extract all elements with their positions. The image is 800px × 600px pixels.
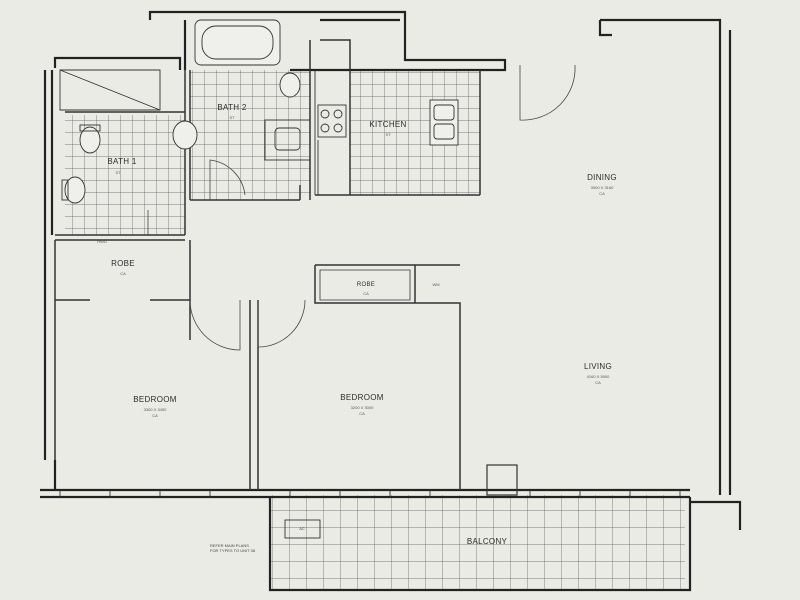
room-sub-bedroom2: 3200 X 3000 bbox=[350, 405, 374, 410]
label-ac: AC bbox=[299, 526, 305, 531]
label-wm: WM bbox=[432, 282, 440, 287]
room-label-living: LIVING bbox=[583, 362, 613, 371]
room-label-bath2: BATH 2 bbox=[217, 103, 247, 112]
room-label-bedroom1: BEDROOM bbox=[133, 395, 177, 404]
room-label-robe2: ROBE bbox=[356, 282, 376, 288]
wet-area-tiles bbox=[65, 70, 685, 590]
room-sub-kitchen: ST bbox=[385, 132, 391, 137]
room-sub-bedroom1: 3300 X 3450 bbox=[143, 407, 167, 412]
plan-note: REFER MAIN PLANS FOR TYPES TO UNIT 08 bbox=[210, 543, 256, 553]
room-sub-robe2: CA bbox=[363, 291, 369, 296]
door-swings bbox=[147, 64, 576, 351]
room-label-kitchen: KITCHEN bbox=[369, 120, 407, 129]
room-sub-dining: 3900 X 3160 bbox=[590, 185, 614, 190]
room-label-bedroom2: BEDROOM bbox=[340, 393, 384, 402]
fixtures bbox=[59, 19, 681, 539]
room-sub-living: 4160 X 5900 bbox=[586, 374, 610, 379]
room-sub-bath2: ST bbox=[229, 115, 235, 120]
room-sub2-bedroom2: CA bbox=[359, 411, 365, 416]
exterior-walls bbox=[40, 10, 742, 592]
room-sub2-living: CA bbox=[595, 380, 601, 385]
interior-walls bbox=[54, 39, 518, 496]
room-sub2-dining: CA bbox=[599, 191, 605, 196]
room-label-dining: DINING bbox=[587, 173, 617, 182]
label-hwu: HWU bbox=[97, 239, 107, 244]
room-sub2-bedroom1: CA bbox=[152, 413, 158, 418]
room-label-balcony: BALCONY bbox=[466, 537, 508, 546]
room-sub-robe1: CA bbox=[120, 271, 126, 276]
room-label-robe1: ROBE bbox=[111, 259, 135, 268]
room-label-bath1: BATH 1 bbox=[107, 157, 137, 166]
room-sub-bath1: ST bbox=[115, 170, 121, 175]
